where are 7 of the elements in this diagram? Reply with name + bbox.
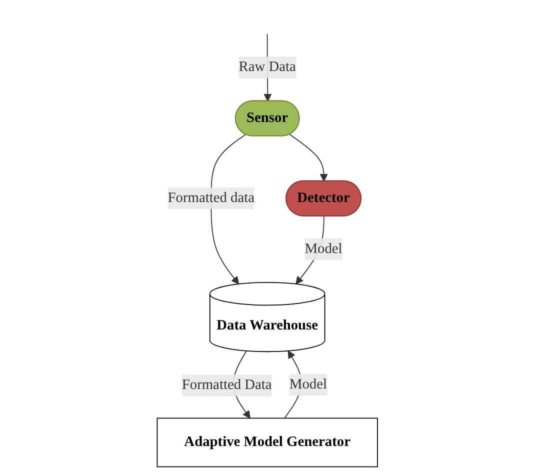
arrow xyxy=(289,134,328,182)
node-box: Adaptive Model Generator xyxy=(156,418,378,468)
edge-label: Model xyxy=(304,241,342,256)
edge-label: Model xyxy=(289,376,327,392)
edge-label: Formatted data xyxy=(167,190,254,206)
edge-label: Formatted Data xyxy=(182,377,272,393)
edge-label: Raw Data xyxy=(238,59,296,75)
